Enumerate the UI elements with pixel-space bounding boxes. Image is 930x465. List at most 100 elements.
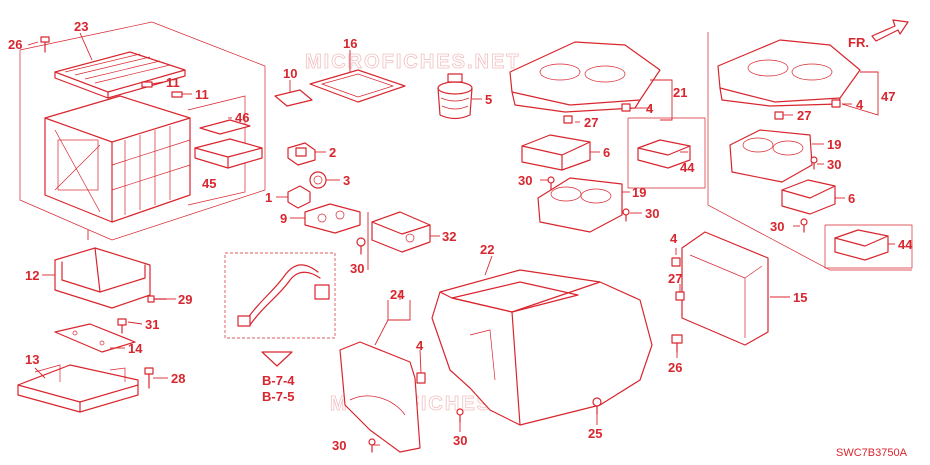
callout-31: 31: [145, 317, 159, 332]
callout-19a: 19: [632, 185, 646, 200]
part-storage-box[interactable]: [44, 95, 191, 223]
part-clip-26-right[interactable]: [671, 334, 683, 353]
callout-4d: 4: [416, 338, 424, 353]
callout-21: 21: [673, 85, 687, 100]
callout-27b: 27: [797, 108, 811, 123]
part-cupholder-19a[interactable]: [537, 177, 623, 233]
part-clip-4a[interactable]: [621, 103, 631, 112]
part-mat-16[interactable]: [309, 69, 406, 103]
part-cup-5[interactable]: [437, 73, 473, 120]
part-clip-11b[interactable]: [171, 91, 183, 98]
part-harness[interactable]: [237, 264, 330, 327]
part-screw-30-c2[interactable]: [622, 208, 630, 222]
part-plate-14[interactable]: [54, 323, 136, 353]
callout-44b: 44: [898, 237, 913, 252]
callout-13: 13: [25, 352, 39, 367]
callout-30-c2: 30: [645, 206, 659, 221]
part-tray-44a[interactable]: [637, 139, 691, 169]
harness-box: [224, 252, 336, 339]
part-clip-27a[interactable]: [563, 115, 573, 124]
callout-11b: 11: [195, 87, 209, 102]
callout-26-left: 26: [8, 37, 22, 52]
part-clip-11a[interactable]: [141, 81, 153, 88]
callout-3: 3: [343, 173, 350, 188]
part-lid[interactable]: [54, 51, 186, 99]
callout-45: 45: [202, 176, 216, 191]
callout-22: 22: [480, 242, 494, 257]
part-screw-28[interactable]: [144, 367, 154, 389]
part-screw-29[interactable]: [147, 295, 167, 303]
callout-10: 10: [283, 66, 297, 81]
part-pad-10[interactable]: [274, 89, 313, 107]
part-console-body-22[interactable]: [431, 269, 653, 426]
part-screw-30-r2[interactable]: [800, 218, 808, 233]
storage-box-frame: [19, 21, 266, 241]
callout-24: 24: [390, 287, 405, 302]
callout-6a: 6: [603, 145, 610, 160]
callout-27a: 27: [584, 115, 598, 130]
part-screw-30-b1[interactable]: [368, 438, 376, 453]
part-cupholder-19b[interactable]: [729, 129, 813, 183]
callout-30-mid: 30: [350, 261, 364, 276]
part-panel-15[interactable]: [681, 231, 769, 346]
callout-25: 25: [588, 426, 602, 441]
callout-14: 14: [128, 341, 143, 356]
callout-5: 5: [485, 92, 492, 107]
part-panel-47[interactable]: [717, 39, 861, 107]
callout-6b: 6: [848, 191, 855, 206]
callout-32: 32: [442, 229, 456, 244]
callout-47: 47: [881, 89, 895, 104]
callout-30-b1: 30: [332, 438, 346, 453]
part-base-13[interactable]: [17, 364, 139, 413]
part-side-panel-24[interactable]: [339, 341, 421, 453]
callout-2: 2: [329, 145, 336, 160]
part-screw-31[interactable]: [117, 318, 127, 334]
callout-30-r1: 30: [827, 157, 841, 172]
callout-9: 9: [280, 211, 287, 226]
callout-27c: 27: [668, 271, 682, 286]
watermark-top: MICROFICHES.NET: [305, 51, 521, 73]
part-screw-25[interactable]: [592, 397, 602, 415]
part-tray-46[interactable]: [199, 119, 251, 135]
callout-44a: 44: [680, 160, 695, 175]
part-panel-9[interactable]: [304, 203, 361, 234]
diagram-code: SWC7B3750A: [836, 447, 908, 459]
part-tray-6a[interactable]: [521, 134, 591, 171]
part-switch-1[interactable]: [287, 185, 311, 209]
part-switch-2[interactable]: [287, 142, 316, 166]
part-panel-21[interactable]: [509, 41, 661, 113]
part-clip-4c[interactable]: [671, 257, 681, 267]
callout-4a: 4: [646, 101, 654, 116]
callout-labels: 23 26 11 11 46 45 12 29 31 14 13 28 10 1…: [8, 19, 913, 453]
callout-28: 28: [171, 371, 185, 386]
ref-b-7-4: B-7-4: [262, 373, 295, 388]
part-socket-3[interactable]: [309, 171, 327, 189]
part-tray-45[interactable]: [194, 138, 263, 169]
callout-1: 1: [265, 190, 272, 205]
part-screw-30-b2[interactable]: [456, 408, 464, 423]
callout-30-b2: 30: [453, 433, 467, 448]
part-screw-30-mid[interactable]: [356, 237, 366, 255]
callout-29: 29: [178, 292, 192, 307]
callout-16: 16: [343, 36, 357, 51]
front-arrow-icon: [871, 19, 909, 42]
part-clip-4b[interactable]: [831, 99, 841, 108]
part-clip-4d[interactable]: [416, 372, 426, 384]
callout-11a: 11: [166, 75, 180, 90]
leader-lines: [27, 32, 895, 446]
part-screw-26-left[interactable]: [40, 36, 50, 53]
part-bracket-12[interactable]: [54, 230, 151, 309]
part-tray-6b[interactable]: [781, 179, 836, 215]
direction-label: FR.: [848, 35, 869, 50]
part-clip-27b[interactable]: [774, 111, 784, 120]
part-tray-44b[interactable]: [834, 229, 889, 261]
callout-15: 15: [793, 290, 807, 305]
arrow-down-icon: [261, 351, 293, 367]
part-unit-32[interactable]: [367, 211, 431, 270]
part-screw-30-r1[interactable]: [810, 156, 818, 170]
callout-23: 23: [74, 19, 88, 34]
callout-19b: 19: [827, 137, 841, 152]
part-clip-27c[interactable]: [675, 291, 685, 301]
